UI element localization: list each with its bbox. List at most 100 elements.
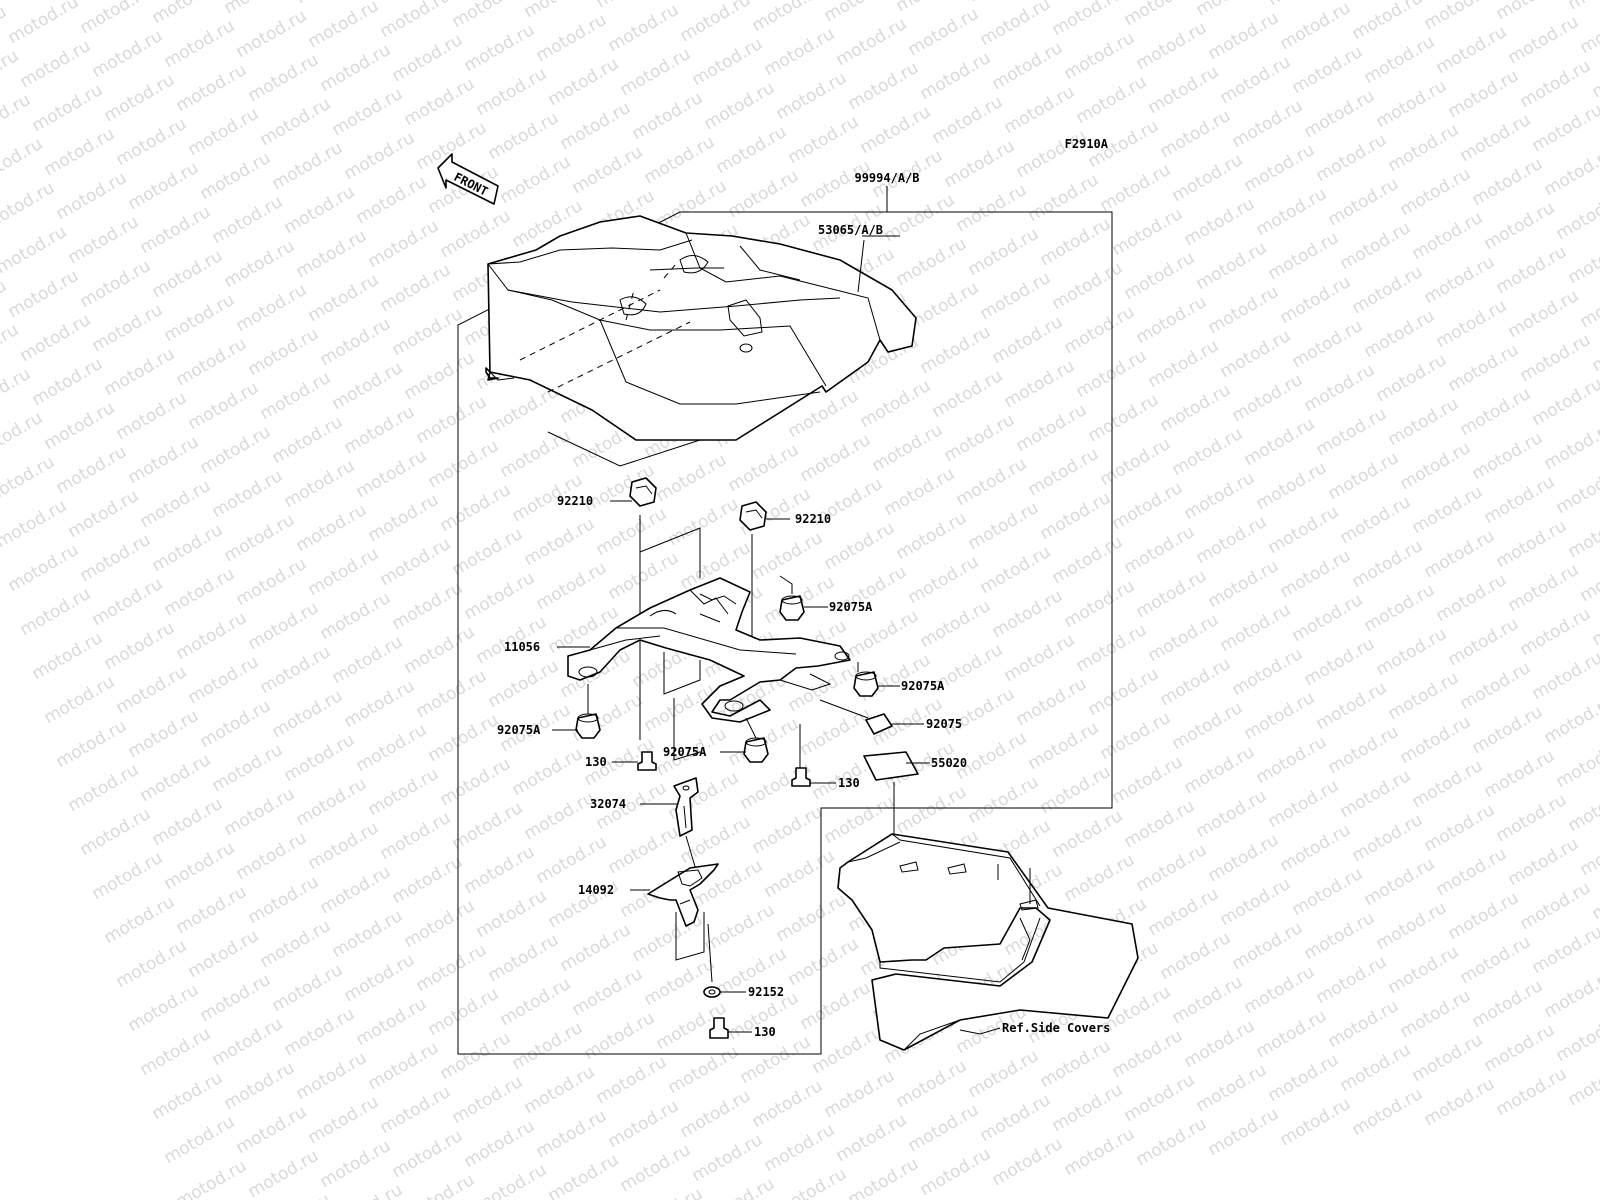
watermark-text: motod.ru — [233, 1102, 311, 1158]
label-washer: 92152 — [748, 985, 784, 999]
watermark-text: motod.ru — [977, 542, 1055, 598]
watermark-text: motod.ru — [1409, 1030, 1487, 1086]
watermark-text: motod.ru — [365, 764, 443, 820]
watermark-text: motod.ru — [1529, 922, 1600, 978]
watermark-text: motod.ru — [149, 1068, 227, 1124]
watermark-text: motod.ru — [53, 442, 131, 498]
watermark-text: motod.ru — [1277, 820, 1355, 876]
watermark-text: motod.ru — [1349, 810, 1427, 866]
watermark-text: motod.ru — [1349, 0, 1427, 44]
watermark-text: motod.ru — [1421, 252, 1499, 308]
watermark-text: motod.ru — [845, 606, 923, 662]
watermark-text: motod.ru — [209, 192, 287, 248]
watermark-text: motod.ru — [389, 1126, 467, 1182]
watermark-text: motod.ru — [113, 388, 191, 444]
watermark-text: motod.ru — [161, 1112, 239, 1168]
watermark-text: motod.ru — [1505, 560, 1583, 616]
watermark-text: motod.ru — [221, 510, 299, 566]
watermark-text: motod.ru — [965, 1046, 1043, 1102]
watermark-text: motod.ru — [209, 1014, 287, 1070]
watermark-text: motod.ru — [1049, 1080, 1127, 1136]
watermark-text: motod.ru — [665, 1042, 743, 1098]
watermark-text: motod.ru — [1421, 1074, 1499, 1130]
watermark-text: motod.ru — [233, 554, 311, 610]
watermark-text: motod.ru — [281, 730, 359, 786]
watermark-text: motod.ru — [1181, 194, 1259, 250]
watermark-text: motod.ru — [125, 706, 203, 762]
watermark-text: motod.ru — [1541, 144, 1600, 200]
watermark-text: motod.ru — [1541, 966, 1600, 1022]
watermark-text: motod.ru — [1457, 658, 1535, 714]
watermark-text: motod.ru — [1445, 888, 1523, 944]
watermark-text: motod.ru — [1085, 390, 1163, 446]
watermark-text: motod.ru — [1181, 1016, 1259, 1072]
watermark-text: motod.ru — [1109, 204, 1187, 260]
watermark-text: motod.ru — [725, 440, 803, 496]
watermark-text: motod.ru — [1445, 614, 1523, 670]
watermark-text: motod.ru — [1289, 864, 1367, 920]
label-damper-center: 92075A — [663, 745, 707, 759]
watermark-text: motod.ru — [317, 314, 395, 370]
watermark-text: motod.ru — [125, 432, 203, 488]
watermark-text: motod.ru — [1433, 844, 1511, 900]
watermark-text: motod.ru — [341, 128, 419, 184]
watermark-text: motod.ru — [1349, 536, 1427, 592]
watermark-text: motod.ru — [329, 906, 407, 962]
watermark-text: motod.ru — [1217, 600, 1295, 656]
watermark-text: motod.ru — [797, 704, 875, 760]
watermark-text: motod.ru — [773, 890, 851, 946]
watermark-text: motod.ru — [1169, 150, 1247, 206]
watermark-text: motod.ru — [1037, 214, 1115, 270]
watermark-text: motod.ru — [1493, 790, 1571, 846]
watermark-text: motod.ru — [257, 916, 335, 972]
watermark-text: motod.ru — [401, 622, 479, 678]
watermark-text: motod.ru — [1157, 928, 1235, 984]
watermark-text: motod.ru — [857, 102, 935, 158]
watermark-text: motod.ru — [305, 270, 383, 326]
watermark-text: motod.ru — [1517, 330, 1595, 386]
watermark-text: motod.ru — [0, 134, 46, 190]
watermark-text: motod.ru — [1373, 898, 1451, 954]
watermark-text: motod.ru — [905, 552, 983, 608]
watermark-text: motod.ru — [1553, 1010, 1600, 1066]
watermark-text: motod.ru — [689, 1130, 767, 1186]
watermark-text: motod.ru — [101, 70, 179, 126]
watermark-text: motod.ru — [173, 1156, 251, 1200]
watermark-text: motod.ru — [293, 1048, 371, 1104]
watermark-text: motod.ru — [785, 934, 863, 990]
watermark-text: motod.ru — [461, 20, 539, 76]
watermark-text: motod.ru — [173, 882, 251, 938]
watermark-text: motod.ru — [485, 108, 563, 164]
watermark-text: motod.ru — [293, 500, 371, 556]
watermark-text: motod.ru — [857, 376, 935, 432]
watermark-text: motod.ru — [173, 60, 251, 116]
watermark-text: motod.ru — [989, 38, 1067, 94]
watermark-text: motod.ru — [257, 642, 335, 698]
label-clip-left: 92210 — [557, 494, 593, 508]
watermark-text: motod.ru — [1133, 18, 1211, 74]
watermark-text: motod.ru — [365, 1038, 443, 1094]
watermark-text: motod.ru — [17, 584, 95, 640]
watermark-text: motod.ru — [1253, 184, 1331, 240]
watermark-text: motod.ru — [77, 530, 155, 586]
watermark-text: motod.ru — [761, 24, 839, 80]
watermark-text: motod.ru — [17, 310, 95, 366]
watermark-text: motod.ru — [497, 974, 575, 1030]
watermark-text: motod.ru — [1493, 516, 1571, 572]
watermark-text: motod.ru — [1373, 76, 1451, 132]
watermark-text: motod.ru — [845, 58, 923, 114]
watermark-text: motod.ru — [809, 1022, 887, 1078]
watermark-text: motod.ru — [1301, 908, 1379, 964]
watermark-text: motod.ru — [1157, 106, 1235, 162]
watermark-text: motod.ru — [557, 920, 635, 976]
watermark-text: motod.ru — [953, 180, 1031, 236]
watermark-text: motod.ru — [785, 112, 863, 168]
watermark-text: motod.ru — [1301, 86, 1379, 142]
watermark-text: motod.ru — [929, 92, 1007, 148]
watermark-text: motod.ru — [305, 0, 383, 52]
watermark-text: motod.ru — [1313, 404, 1391, 460]
watermark-text: motod.ru — [1241, 688, 1319, 744]
watermark-text: motod.ru — [797, 978, 875, 1034]
watermark-text: motod.ru — [1361, 32, 1439, 88]
